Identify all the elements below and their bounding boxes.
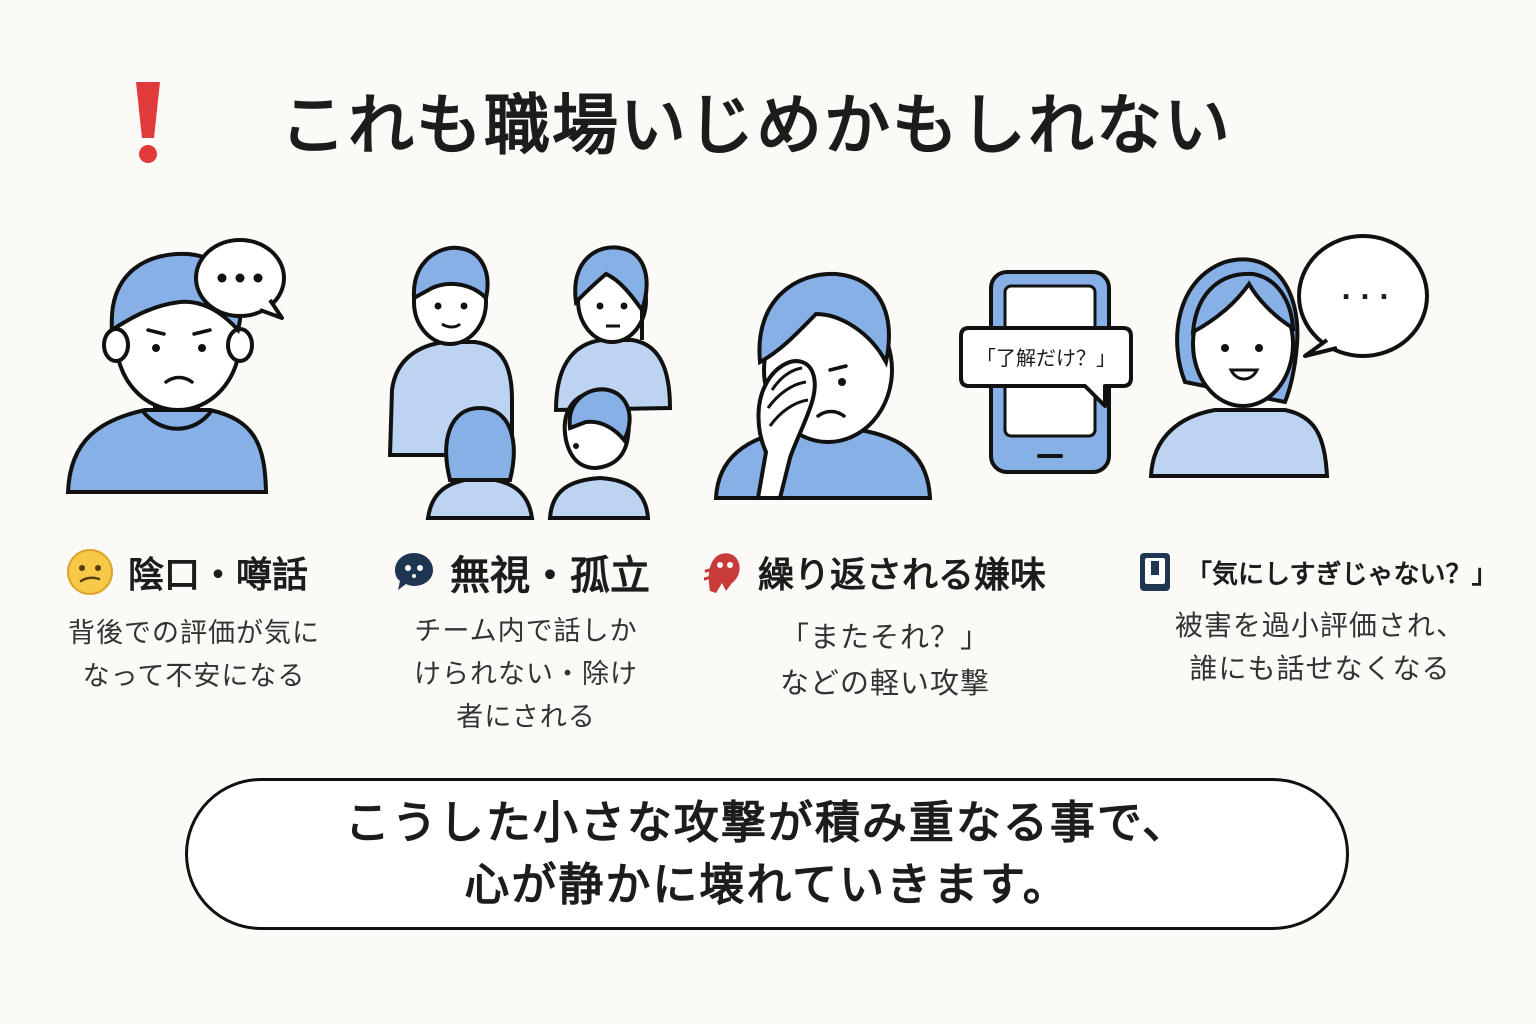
desc-gossip-line-1: 背後での評価が気に bbox=[68, 618, 320, 649]
heading-ignore-label: 無視・孤立 bbox=[450, 553, 650, 599]
desc-sarcasm-line-2: などの軽い攻撃 bbox=[779, 666, 990, 700]
desc-ignore-line-3: 者にされる bbox=[456, 702, 596, 733]
page-title: これも職場いじめかもしれない bbox=[280, 87, 1232, 164]
heading-gossip: 陰口・噂話 bbox=[66, 540, 308, 604]
illustration-isolated-group bbox=[380, 240, 680, 520]
desc-dismissal-line-2: 誰にも話せなくなる bbox=[1189, 652, 1451, 685]
hurt-person-icon bbox=[713, 271, 933, 500]
heading-ignore: 無視・孤立 bbox=[392, 540, 650, 604]
exclamation-icon bbox=[136, 82, 160, 163]
desc-gossip-line-2: なって不安になる bbox=[82, 661, 306, 692]
phone-message-text: 「了解だけ？」 bbox=[976, 346, 1116, 370]
slightly-frowning-face-icon bbox=[67, 549, 113, 595]
phone-icon bbox=[1140, 553, 1170, 591]
heading-dismissal-label: 「気にしすぎじゃない？」 bbox=[1186, 559, 1498, 590]
phone-icon bbox=[959, 270, 1133, 474]
summary-box: こうした小さな攻撃が積み重なる事で、 心が静かに壊れていきます。 bbox=[185, 778, 1349, 930]
summary-line-2: 心が静かに壊れていきます。 bbox=[464, 858, 1070, 911]
dark-speech-bubble-icon bbox=[395, 553, 433, 590]
illustration-worried-man bbox=[60, 230, 300, 500]
heading-sarcasm: 繰り返される嫌味 bbox=[704, 540, 1046, 604]
smiling-woman-icon bbox=[1148, 234, 1429, 478]
title-row: これも職場いじめかもしれない bbox=[0, 60, 1536, 170]
desc-dismissal-line-1: 被害を過小評価され、 bbox=[1174, 609, 1466, 642]
desc-ignore-line-2: けられない・除け bbox=[414, 659, 638, 690]
desc-ignore-line-1: チーム内で話しか bbox=[414, 616, 638, 647]
heading-gossip-label: 陰口・噂話 bbox=[128, 555, 309, 596]
desc-sarcasm: 「またそれ？」 などの軽い攻撃 bbox=[740, 614, 1030, 706]
worried-man-icon bbox=[65, 238, 286, 494]
group-people-icon bbox=[387, 245, 673, 520]
illustration-smiling-woman: . . . bbox=[1145, 232, 1435, 482]
desc-dismissal: 被害を過小評価され、 誰にも話せなくなる bbox=[1150, 604, 1490, 690]
heading-dismissal: 「気にしすぎじゃない？」 bbox=[1138, 540, 1497, 604]
summary-line-1: こうした小さな攻撃が積み重なる事で、 bbox=[344, 796, 1190, 849]
red-ghost-icon bbox=[704, 553, 740, 593]
desc-gossip: 背後での評価が気に なって不安になる bbox=[46, 612, 342, 698]
heading-sarcasm-label: 繰り返される嫌味 bbox=[758, 555, 1047, 596]
bubble-dots: . . . bbox=[1341, 276, 1389, 306]
desc-ignore: チーム内で話しか けられない・除け 者にされる bbox=[386, 610, 666, 739]
desc-sarcasm-line-1: 「またそれ？」 bbox=[779, 620, 990, 654]
illustration-hurt-person bbox=[710, 262, 940, 502]
illustration-phone-message: 「了解だけ？」 bbox=[955, 268, 1140, 478]
